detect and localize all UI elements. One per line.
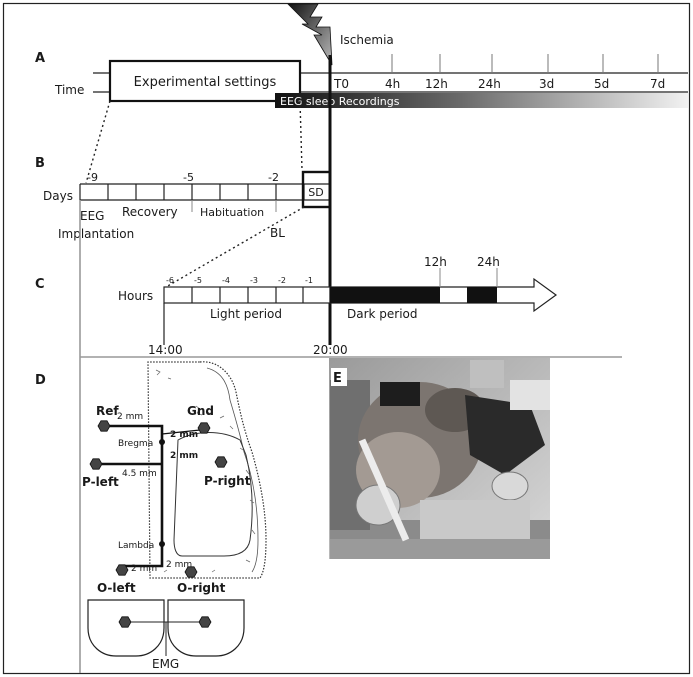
phase-implantation: Implantation bbox=[58, 227, 134, 241]
time-mid-label: 20:00 bbox=[313, 343, 348, 357]
hour-tick-minus6: -6 bbox=[166, 276, 174, 285]
distance-p-left: 4.5 mm bbox=[122, 469, 157, 479]
timepoint-7d: 7d bbox=[650, 77, 665, 91]
time-start-label: 14:00 bbox=[148, 343, 183, 357]
skull-texture bbox=[155, 369, 256, 573]
timepoint-24h: 24h bbox=[478, 77, 501, 91]
hour-tick-minus5: -5 bbox=[194, 276, 202, 285]
dark-block-2 bbox=[467, 287, 497, 303]
lambda-label: Lambda bbox=[118, 541, 154, 551]
distance-ref-bregma: 2 mm bbox=[117, 412, 143, 422]
electrode-hexagon-icon bbox=[97, 420, 111, 432]
gnd-wire bbox=[161, 429, 201, 435]
electrode-hexagon-icon bbox=[214, 456, 228, 468]
distance-o-left: 2 mm bbox=[131, 564, 157, 574]
connector-dotted-right bbox=[299, 100, 303, 171]
connector-dotted-bc bbox=[165, 206, 305, 288]
day-cells bbox=[79, 184, 305, 200]
ischemia-bolt-icon bbox=[287, 3, 333, 66]
timepoint-5d: 5d bbox=[594, 77, 609, 91]
hour-tick-minus4: -4 bbox=[222, 276, 230, 285]
electrode-hexagon-icon bbox=[115, 564, 129, 576]
distance-lambda-o: 2 mm bbox=[166, 560, 192, 570]
phase-bl: BL bbox=[270, 226, 285, 240]
day-tick-minus9: -9 bbox=[87, 171, 98, 184]
panel-e-label-bg bbox=[331, 368, 347, 386]
panel-label-d: D bbox=[35, 373, 46, 388]
emg-muscle-left bbox=[87, 599, 165, 657]
eeg-recordings-bar bbox=[275, 93, 688, 108]
electrode-ref: Ref bbox=[96, 404, 119, 418]
day-phase-ticks bbox=[191, 200, 277, 212]
dark-period-label: Dark period bbox=[347, 307, 418, 321]
hour-tick-minus3: -3 bbox=[250, 276, 258, 285]
electrode-hexagon-icon bbox=[198, 616, 212, 628]
day-tick-minus2: -2 bbox=[268, 171, 279, 184]
timepoint-t0: T0 bbox=[333, 77, 349, 91]
electrode-hexagon-icon bbox=[118, 616, 132, 628]
panel-label-c: C bbox=[35, 277, 45, 292]
ischemia-label: Ischemia bbox=[340, 33, 394, 47]
bregma-point bbox=[159, 439, 165, 445]
emg-muscle-right bbox=[167, 599, 245, 657]
electrode-p-left: P-left bbox=[82, 475, 119, 489]
connector-dotted-left bbox=[85, 100, 111, 184]
electrode-hexagon-icon bbox=[197, 422, 211, 434]
skull-outline bbox=[147, 361, 267, 579]
rat-in-stereotaxic-frame-photo bbox=[329, 358, 550, 559]
timepoint-12h: 12h bbox=[425, 77, 448, 91]
experimental-settings-label: Experimental settings bbox=[134, 75, 277, 90]
electrode-p-right: P-right bbox=[204, 474, 251, 488]
panel-label-e: E bbox=[333, 371, 342, 386]
hours-label: Hours bbox=[118, 289, 153, 303]
panel-label-a: A bbox=[35, 51, 45, 66]
electrode-o-left: O-left bbox=[97, 581, 136, 595]
hour-tick-minus1: -1 bbox=[305, 276, 313, 285]
emg-label: EMG bbox=[152, 657, 179, 671]
hour-tick-minus2: -2 bbox=[278, 276, 286, 285]
skull-inner-outline bbox=[206, 367, 259, 573]
experimental-settings-box bbox=[108, 59, 302, 103]
timepoint-ticks bbox=[391, 54, 659, 73]
distance-bregma-p: 2 mm bbox=[170, 451, 198, 461]
hour-cells bbox=[163, 286, 331, 304]
distance-gnd: 2 mm bbox=[170, 430, 198, 440]
mark-24h: 24h bbox=[477, 255, 500, 269]
electrode-gnd: Gnd bbox=[187, 404, 214, 418]
bregma-label: Bregma bbox=[118, 439, 153, 449]
panel-label-b: B bbox=[35, 156, 45, 171]
phase-eeg: EEG bbox=[80, 209, 104, 223]
brain-outline bbox=[173, 432, 253, 557]
timepoint-4h: 4h bbox=[385, 77, 400, 91]
mark-12h: 12h bbox=[424, 255, 447, 269]
electrode-hexagon-icon bbox=[89, 458, 103, 470]
lambda-point bbox=[159, 541, 165, 547]
dark-block-1 bbox=[330, 287, 440, 303]
day-tick-minus5: -5 bbox=[183, 171, 194, 184]
electrode-wiring bbox=[98, 424, 164, 568]
time-label: Time bbox=[54, 83, 84, 97]
timepoint-3d: 3d bbox=[539, 77, 554, 91]
sd-label: SD bbox=[308, 186, 323, 199]
sd-box bbox=[301, 170, 332, 209]
phase-recovery: Recovery bbox=[122, 205, 178, 219]
electrode-o-right: O-right bbox=[177, 581, 226, 595]
light-period-label: Light period bbox=[210, 307, 282, 321]
days-label: Days bbox=[43, 189, 73, 203]
phase-habituation: Habituation bbox=[200, 206, 264, 219]
eeg-recordings-label: EEG sleep Recordings bbox=[280, 95, 400, 108]
